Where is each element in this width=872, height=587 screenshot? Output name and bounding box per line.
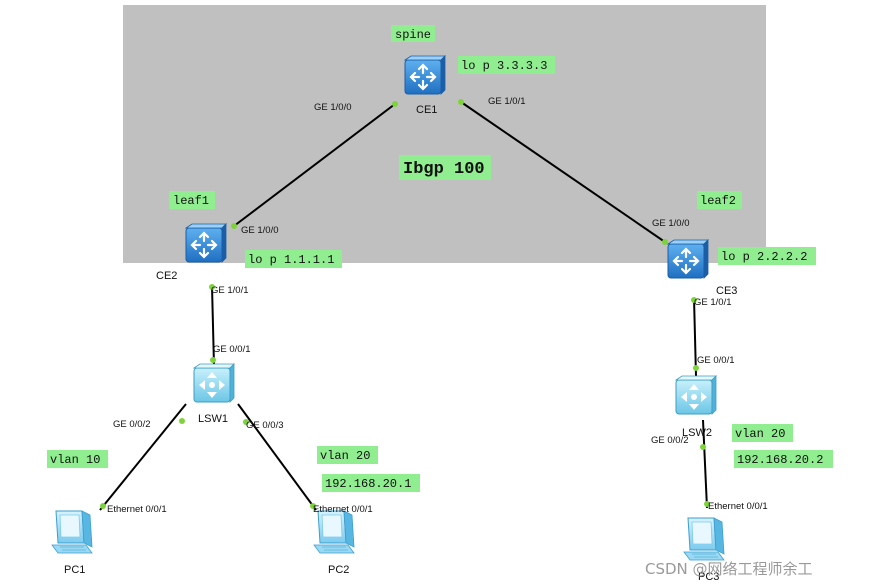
port-label: GE 1/0/0 (314, 102, 352, 113)
device-label-ce3: CE3 (716, 285, 737, 297)
tag-pc1-vlan: vlan 10 (47, 450, 108, 468)
port-dot (179, 418, 185, 424)
tag-text: lo p 3.3.3.3 (461, 59, 547, 73)
pc-icon[interactable] (51, 510, 93, 554)
port-label: GE 1/0/0 (241, 225, 279, 236)
port-dot (209, 284, 215, 290)
port-dot (662, 239, 668, 245)
device-label-pc3: PC3 (698, 571, 719, 583)
port-dot (210, 357, 216, 363)
device-label-pc1: PC1 (64, 564, 85, 576)
tag-pc3-ip: 192.168.20.2 (734, 450, 833, 468)
link-ce1-ce2 (233, 103, 396, 227)
port-dot (231, 223, 237, 229)
link-ce3-lsw2 (693, 297, 697, 377)
tag-text: vlan 20 (735, 427, 785, 441)
port-label: GE 1/0/1 (694, 297, 732, 308)
port-dot (458, 99, 464, 105)
tag-text: leaf1 (173, 194, 209, 208)
device-label-lsw1: LSW1 (198, 413, 228, 425)
pc-icon[interactable] (683, 517, 725, 561)
switch-icon[interactable] (675, 375, 717, 415)
port-dot (704, 501, 710, 507)
device-label-pc2: PC2 (328, 564, 349, 576)
link-lsw1-pc1 (99, 403, 187, 511)
port-label: GE 1/0/0 (652, 218, 690, 229)
port-dot (392, 101, 398, 107)
tag-text: spine (395, 28, 431, 42)
port-label: Ethernet 0/0/1 (313, 504, 373, 515)
port-dot (310, 503, 316, 509)
port-dot (100, 503, 106, 509)
port-dots (100, 99, 710, 509)
port-dot (693, 365, 699, 371)
router-icon[interactable] (666, 238, 710, 280)
device-label-ce1: CE1 (416, 104, 437, 116)
tag-pc3-vlan: vlan 20 (732, 424, 793, 442)
pc-icon[interactable] (313, 510, 355, 554)
tag-leaf2: leaf2 (697, 191, 742, 209)
tag-text: lo p 1.1.1.1 (248, 253, 334, 267)
device-label-ce2: CE2 (156, 270, 177, 282)
port-label: GE 0/0/3 (246, 420, 284, 431)
tag-text: vlan 20 (320, 449, 370, 463)
tag-spine: spine (391, 25, 435, 42)
link-ce1-ce3 (460, 101, 666, 243)
spine-leaf-area (123, 5, 766, 263)
device-label-lsw2: LSW2 (682, 427, 712, 439)
tag-text: 192.168.20.2 (737, 453, 823, 467)
port-label: GE 1/0/1 (211, 285, 249, 296)
tag-pc2-vlan: vlan 20 (317, 446, 378, 464)
port-label: GE 0/0/1 (697, 355, 735, 366)
link-lsw2-pc3 (702, 419, 708, 509)
links (99, 101, 708, 511)
port-label: GE 1/0/1 (488, 96, 526, 107)
tag-pc2-ip: 192.168.20.1 (322, 474, 420, 492)
router-icon[interactable] (184, 222, 228, 264)
port-label: GE 0/0/1 (213, 344, 251, 355)
port-label: Ethernet 0/0/1 (107, 504, 167, 515)
tag-ce3-loopback: lo p 2.2.2.2 (718, 247, 816, 265)
tag-text: 192.168.20.1 (325, 477, 411, 491)
tag-ce1-loopback: lo p 3.3.3.3 (458, 56, 555, 74)
tag-text: leaf2 (700, 194, 736, 208)
tag-text: lo p 2.2.2.2 (721, 250, 807, 264)
tag-text: Ibgp 100 (403, 160, 485, 179)
port-dot (243, 419, 249, 425)
port-label: Ethernet 0/0/1 (708, 501, 768, 512)
port-dot (691, 297, 697, 303)
link-ce2-lsw1 (211, 285, 215, 367)
tag-ibgp: Ibgp 100 (399, 155, 491, 180)
watermark: CSDN @网络工程师余工 (645, 560, 813, 578)
tag-ce2-loopback: lo p 1.1.1.1 (245, 250, 342, 268)
router-icon[interactable] (403, 54, 447, 96)
tag-text: vlan 10 (50, 453, 100, 467)
link-lsw1-pc2 (237, 403, 317, 511)
port-dot (700, 444, 706, 450)
port-label: GE 0/0/2 (113, 419, 151, 430)
switch-icon[interactable] (193, 363, 235, 403)
tag-leaf1: leaf1 (169, 191, 215, 209)
port-label: GE 0/0/2 (651, 435, 689, 446)
